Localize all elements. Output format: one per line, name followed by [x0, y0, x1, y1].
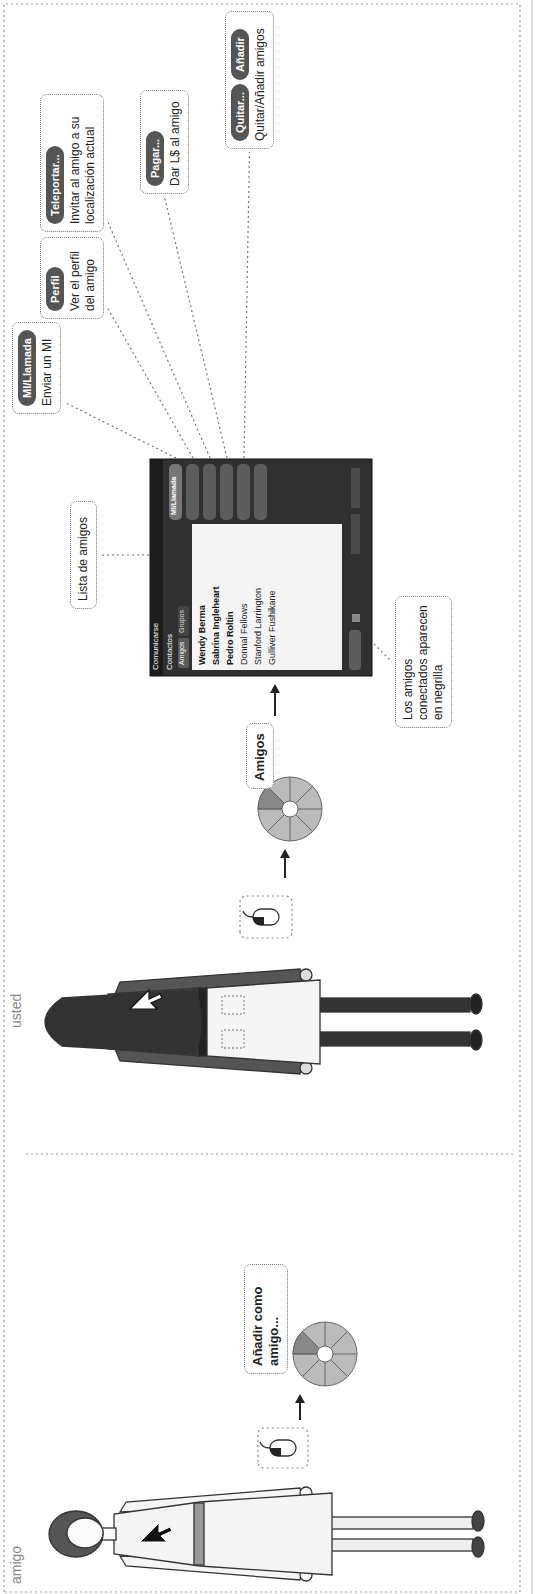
callout-box: Los amigos conectados aparecen en negril…: [395, 596, 452, 728]
button-pill: Perfil: [46, 267, 64, 311]
button-pill: Teleportar...: [46, 146, 64, 224]
callout-box: Perfil Ver el perfil del amigo: [40, 237, 104, 319]
tab-label: Amigos: [178, 642, 186, 665]
callout-text: Enviar un MI: [40, 330, 55, 406]
callout-box: Pagar... Dar L$ al amigo: [140, 90, 189, 194]
leader-line: [107, 307, 193, 458]
callout-box: Teleportar... Invitar al amigo a su local…: [40, 94, 104, 232]
window-title: Comunicarse: [151, 623, 161, 670]
button-pill: Pagar...: [146, 131, 164, 186]
friend-name: Wendy Berma: [197, 605, 208, 665]
tab-label: Grupos: [178, 610, 186, 633]
button-text: Añadir: [234, 37, 246, 72]
friend-name: Donnal Fellows: [239, 603, 250, 665]
figure-label: amigo: [8, 1546, 25, 1584]
dotted-frame: [4, 4, 520, 1592]
friend-name: Pedro Roltin: [225, 612, 236, 666]
callout-text: Ver el perfil del amigo: [68, 245, 98, 311]
leader-line: [64, 402, 176, 458]
friend-name: Stanford Larrington: [253, 588, 264, 665]
friend-figure: [49, 1487, 484, 1581]
window-button-text: MI/Llamada: [170, 477, 178, 515]
callout-box: Quitar... Añadir Quitar/Añadir amigos: [225, 11, 274, 149]
leader-line: [107, 220, 210, 458]
button-text: Teleportar...: [49, 154, 61, 216]
callout-text: Amigos: [252, 731, 268, 781]
callout-box: Amigos: [246, 723, 274, 789]
callout-text: Dar L$ al amigo: [168, 98, 183, 186]
callout-text: Añadir como amigo...: [250, 1272, 282, 1366]
button-pill: Quitar...: [231, 84, 249, 141]
contacts-window: [150, 459, 372, 676]
button-text: Perfil: [49, 275, 61, 303]
button-pill: MI/Llamada: [18, 330, 36, 406]
callout-text: Los amigos conectados aparecen en negril…: [401, 604, 446, 720]
callout-text: Lista de amigos: [76, 509, 91, 601]
friend-name: Sabrina Ingleheart: [211, 586, 222, 665]
flow-arrow: [280, 849, 290, 878]
page-rule: [532, 0, 533, 1594]
user-figure: [45, 969, 482, 1074]
mouse-icon: [258, 1428, 308, 1468]
button-text: Quitar...: [234, 92, 246, 133]
callout-box: Lista de amigos: [70, 501, 97, 609]
button-text: MI/Llamada: [21, 338, 33, 398]
button-text: Pagar...: [149, 139, 161, 178]
flow-arrow: [270, 684, 280, 716]
pie-menu: [293, 1322, 357, 1386]
callout-box: MI/Llamada Enviar un MI: [12, 322, 61, 414]
callout-text: Quitar/Añadir amigos: [253, 19, 268, 141]
window-text: Contactos: [165, 634, 175, 670]
leader-line: [374, 644, 392, 662]
leader-line: [244, 152, 250, 458]
leader-line: [100, 554, 149, 555]
figure-label: usted: [8, 994, 25, 1028]
leader-line: [165, 197, 228, 458]
callout-box: Añadir como amigo...: [244, 1264, 288, 1374]
friend-name: Gulliver Fushikane: [267, 590, 278, 665]
button-pill: Añadir: [231, 29, 249, 80]
flow-arrow: [295, 1394, 305, 1420]
callout-text: Invitar al amigo a su localización actua…: [68, 102, 98, 224]
mouse-icon: [240, 896, 292, 938]
